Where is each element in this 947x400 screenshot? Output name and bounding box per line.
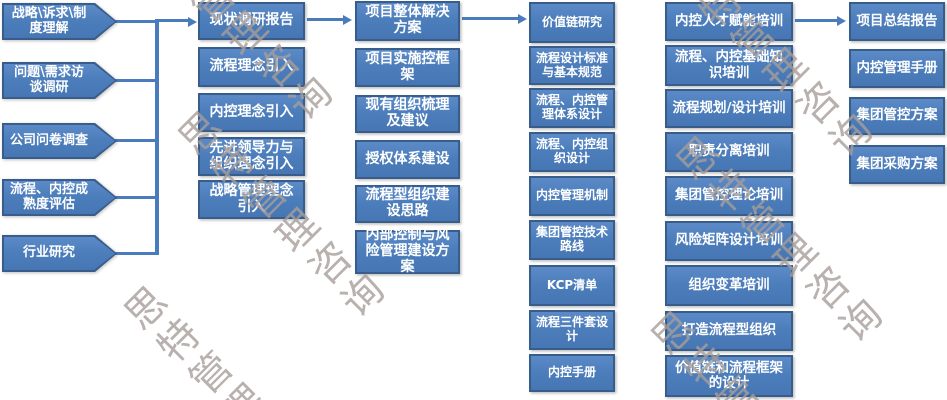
chevron-step-box: 战略\诉求\制度理解	[2, 3, 117, 40]
flow-box: 集团管控理论培训	[665, 176, 793, 216]
flow-box: 内控管理手册	[849, 49, 945, 88]
chevron-step-label: 行业研究	[22, 245, 75, 261]
chevron-step-label: 公司问卷调查	[9, 132, 88, 148]
flow-box: 价值链研究	[529, 2, 615, 43]
flow-box: 集团管控方案	[849, 97, 945, 135]
chevron-step-box: 公司问卷调查	[2, 123, 117, 159]
flow-box: 流程型组织建设思路	[355, 185, 460, 223]
chevron-step-box: 行业研究	[2, 235, 117, 272]
connector-line	[115, 20, 157, 23]
arrowhead-icon	[518, 13, 527, 24]
flow-box: 战略管理理念引入	[198, 180, 305, 219]
flow-box: 授权体系建设	[355, 140, 460, 179]
flow-box: 内控人才赋能培训	[665, 2, 793, 41]
flow-box: 流程设计标准与基本规范	[529, 46, 615, 85]
chevron-step-label: 战略\诉求\制度理解	[11, 5, 87, 36]
flow-box: 项目总结报告	[849, 2, 945, 41]
chevron-fill	[4, 125, 115, 157]
connector-line	[155, 19, 159, 255]
connector-line	[115, 196, 157, 199]
chevron-step-label: 流程、内控成熟度评估	[9, 181, 88, 212]
flow-box: 内控理念引入	[198, 93, 305, 132]
arrowhead-icon	[188, 16, 197, 27]
flow-box: 内控管理机制	[529, 176, 615, 216]
flow-box: 流程理念引入	[198, 47, 305, 87]
flow-box: 打造流程型组织	[665, 311, 793, 351]
flow-box: 组织变革培训	[665, 265, 793, 306]
chevron-step-box: 流程、内控成熟度评估	[2, 179, 117, 216]
flow-box: 职责分离培训	[665, 132, 793, 172]
flow-box: 流程三件套设计	[529, 310, 615, 350]
arrowhead-icon	[837, 15, 846, 26]
flow-box: 项目整体解决方案	[355, 1, 460, 41]
flow-box: 先进领导力与组织理念引入	[198, 137, 305, 176]
arrowhead-icon	[343, 14, 352, 25]
flow-box: 内部控制与风险管理建设方案	[355, 227, 460, 275]
flow-box: 流程、内控基础知识培训	[665, 45, 793, 86]
flow-box: 内控手册	[529, 354, 615, 392]
connector-line	[115, 252, 157, 255]
chevron-fill	[4, 181, 115, 214]
chevron-fill	[4, 237, 115, 270]
connector-line	[157, 19, 189, 22]
flow-box: 价值链和流程框架的设计	[665, 355, 793, 397]
chevron-step-label: 问题\需求访谈调研	[14, 64, 84, 95]
connector-line	[462, 17, 518, 20]
flow-box: 现状调研报告	[198, 2, 305, 40]
flow-box: 集团采购方案	[849, 145, 945, 184]
flow-box: 流程规划/设计培训	[665, 89, 793, 128]
flow-box: 流程、内控管理体系设计	[529, 88, 615, 128]
connector-line	[307, 18, 343, 21]
chevron-fill	[4, 5, 115, 38]
flow-box: 流程、内控组织设计	[529, 132, 615, 172]
chevron-fill	[4, 64, 115, 97]
connector-line	[795, 19, 837, 22]
flow-box: 项目实施控框架	[355, 48, 460, 87]
flow-box: 集团管控技术路线	[529, 220, 615, 260]
flow-box: KCP清单	[529, 265, 615, 306]
connector-line	[115, 79, 157, 82]
chevron-step-box: 问题\需求访谈调研	[2, 62, 117, 99]
flow-box: 风险矩阵设计培训	[665, 221, 793, 261]
flow-box: 现有组织梳理及建议	[355, 95, 460, 133]
connector-line	[115, 139, 157, 142]
